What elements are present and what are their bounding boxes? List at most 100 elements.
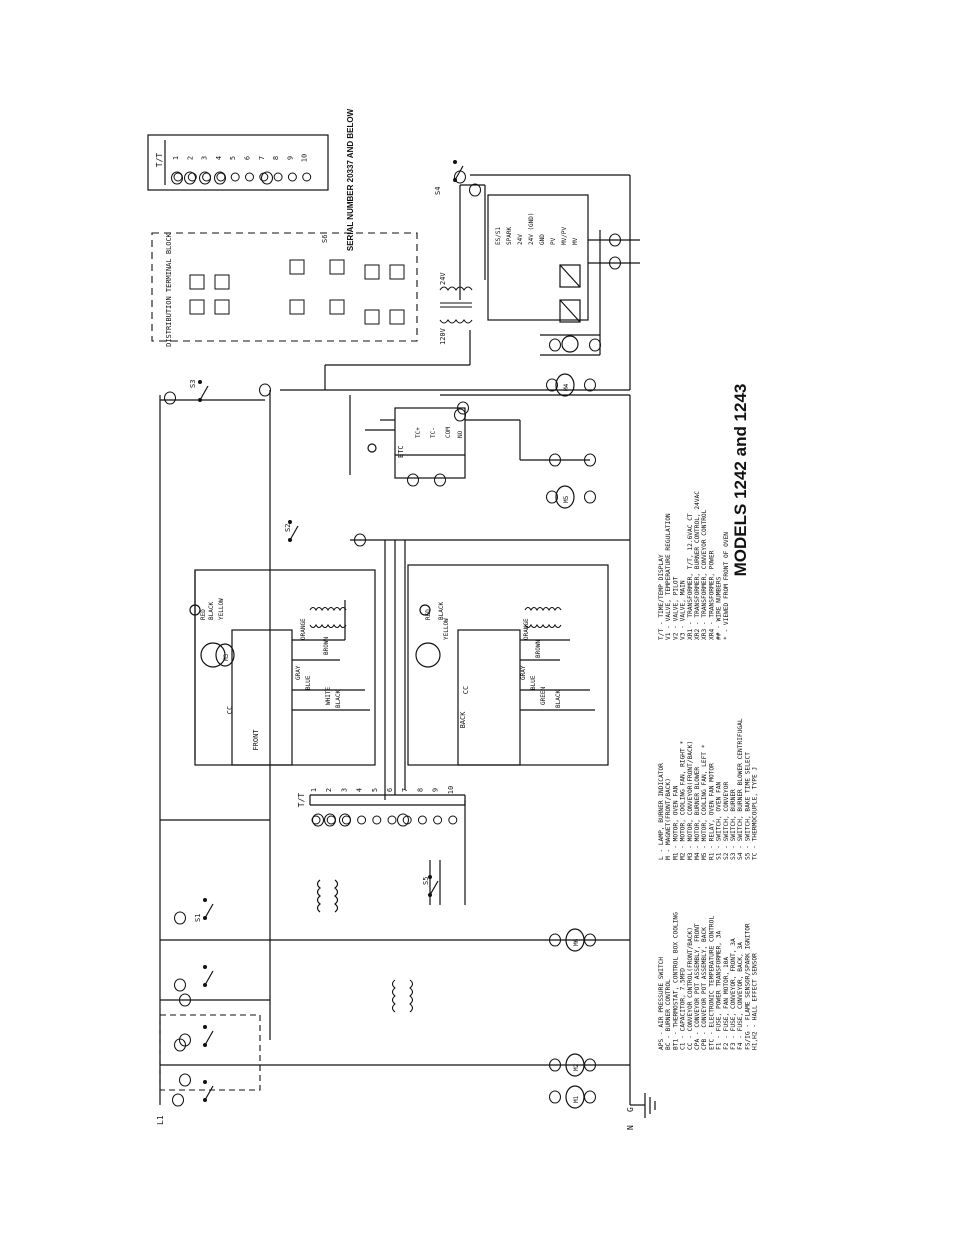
- cc-front-section-label: FRONT: [252, 729, 260, 751]
- legend-entry: M4 - MOTOR, BURNER BLOWER: [694, 767, 701, 860]
- wire-number-tag: [174, 978, 186, 992]
- switch-label: S5: [422, 877, 430, 885]
- legend-entry: F4 - FUSE, CONVEYOR, BACK, 3A: [737, 942, 744, 1050]
- wire-color-label: ORANGE: [300, 618, 307, 640]
- tt-middle-terminal: [357, 815, 367, 825]
- legend-entry: T/T - TIME/TEMP DISPLAY: [658, 554, 665, 640]
- transformer-xr4: [159, 979, 414, 1091]
- wire-color-label: BLUE: [305, 675, 312, 690]
- wire-number-tag: [354, 533, 366, 547]
- wire-number-tag: [469, 183, 481, 197]
- wire-number-tag: [549, 453, 561, 467]
- wire-color-label: BLACK: [335, 690, 342, 708]
- switch-blade: [204, 1085, 214, 1101]
- wire-number-tag: [584, 378, 596, 392]
- tt-top-terminal-number: 6: [244, 156, 252, 160]
- diagram-title: MODELS 1242 and 1243: [731, 384, 750, 577]
- legend-entry: ## - WIRE NUMBERS: [716, 576, 723, 640]
- tt-middle-terminal: [448, 815, 458, 825]
- tt-middle-terminal-number: 9: [432, 788, 440, 792]
- tt-middle-terminal: [372, 815, 382, 825]
- tt-top-terminal-number: 1: [172, 156, 180, 160]
- wire-number-tag: [324, 813, 336, 827]
- legend-entry: BC - BURNER CONTROL: [665, 979, 672, 1050]
- wire-number-tag: [259, 383, 271, 397]
- serial-number-note: SERIAL NUMBER 20337 AND BELOW: [346, 108, 355, 251]
- etc-tc-minus-label: TC-: [430, 427, 437, 438]
- motor-symbol: [215, 643, 235, 667]
- legend-entry: M3 - MOTOR, CONVEYOR(FRONT/BACK): [687, 741, 694, 860]
- tt-middle-terminal: [417, 815, 427, 825]
- legend-entry: S1 - SWITCH, OVEN FAN: [716, 781, 723, 860]
- tt-top-terminal-number: 9: [286, 156, 294, 160]
- legend-entry: V2 - VALVE, PILOT: [672, 576, 679, 640]
- motor-label: M3: [223, 653, 230, 661]
- wire-color-label: RED: [425, 609, 432, 620]
- tt-middle-terminal-number: 2: [325, 788, 333, 792]
- tt-middle-terminal-number: 7: [401, 788, 409, 792]
- tt-top-terminal-number: 2: [186, 156, 194, 160]
- tt-middle-terminal-number: 5: [371, 788, 379, 792]
- wire-number-tag: [457, 401, 469, 415]
- wire-number-tag: [609, 256, 621, 270]
- tt-middle-terminal-number: 4: [356, 788, 364, 792]
- tt-middle-terminal: [433, 815, 443, 825]
- wire-number-tag: [434, 473, 446, 487]
- etc-no-label: NO: [457, 430, 464, 438]
- tt-top-terminal: [230, 172, 240, 182]
- switch-contact: [203, 1025, 207, 1029]
- legend-entry: M - MAGNET(FRONT/BACK): [665, 778, 672, 860]
- wire-number-tag: [609, 233, 621, 247]
- wire-color-label: YELLOW: [218, 598, 225, 620]
- legend-entry: L - LAMP, BURNER INDICATOR: [658, 763, 665, 860]
- motor-label: M5: [563, 495, 570, 503]
- wire-color-label: BLUE: [530, 675, 537, 690]
- legend-entry: XR1 - TRANSFORMER, T/T, 12.6VAC CT: [687, 513, 694, 640]
- xr2-secondary-voltage: 24V: [439, 272, 447, 285]
- tt-top-terminal-number: 7: [258, 156, 266, 160]
- tt-middle-terminal-number: 10: [447, 786, 455, 794]
- burner-control-pin-label: SPARK: [506, 227, 513, 245]
- legend-entry: BT1 - THERMOSTAT, CONTROL BOX COOLING: [672, 912, 679, 1050]
- terminal-block-cell: [189, 274, 205, 290]
- conveyor-control-front: [189, 569, 376, 766]
- legend-entry: S3 - SWITCH, BURNER: [730, 789, 737, 860]
- wire-number-tag: [584, 1058, 596, 1072]
- tt-top-terminal-number: 3: [201, 156, 209, 160]
- tt-strip-top: [147, 134, 329, 191]
- wire-number-tag: [184, 171, 196, 185]
- switch-blade: [429, 880, 439, 896]
- tt-middle-terminal: [402, 815, 412, 825]
- switch-label: S3: [189, 380, 197, 388]
- tt-middle-terminal: [341, 815, 351, 825]
- terminal-block-cell: [364, 264, 380, 280]
- line-label-l1: L1: [156, 1115, 165, 1125]
- tt-top-terminal: [216, 172, 226, 182]
- ground-symbol: [630, 1093, 656, 1118]
- tt-top-terminal-number: 5: [229, 156, 237, 160]
- tt-top-terminal: [259, 172, 269, 182]
- wire-number-tag: [179, 993, 191, 1007]
- conveyor-control-back: [350, 539, 630, 800]
- wire-number-tag: [199, 171, 211, 185]
- cc-front-label: CC: [226, 706, 234, 714]
- burner-control-pin-label: 24V (GND): [528, 212, 535, 245]
- wire-color-label: GRAY: [520, 665, 527, 680]
- wire-number-tag: [174, 911, 186, 925]
- wire-number-tag: [171, 171, 183, 185]
- wire-number-tag: [454, 170, 466, 184]
- switches: [198, 160, 464, 1102]
- distribution-block-items: [189, 259, 405, 325]
- legend-entry: TC - THERMOCOUPLE, TYPE J: [752, 767, 759, 860]
- legend-entry: FS/IG - FLAME SENSOR/SPARK IGNITOR: [744, 923, 751, 1050]
- wire-number-tag: [179, 1073, 191, 1087]
- burner-control-pin-label: 24V: [517, 234, 524, 245]
- wire-number-tag: [584, 490, 596, 504]
- legend-entry: V3 - VALVE, MAIN: [680, 580, 687, 640]
- legend-entry: * - VIEWED FROM FRONT OF OVEN: [723, 532, 730, 640]
- transformer-xr2: [439, 286, 473, 324]
